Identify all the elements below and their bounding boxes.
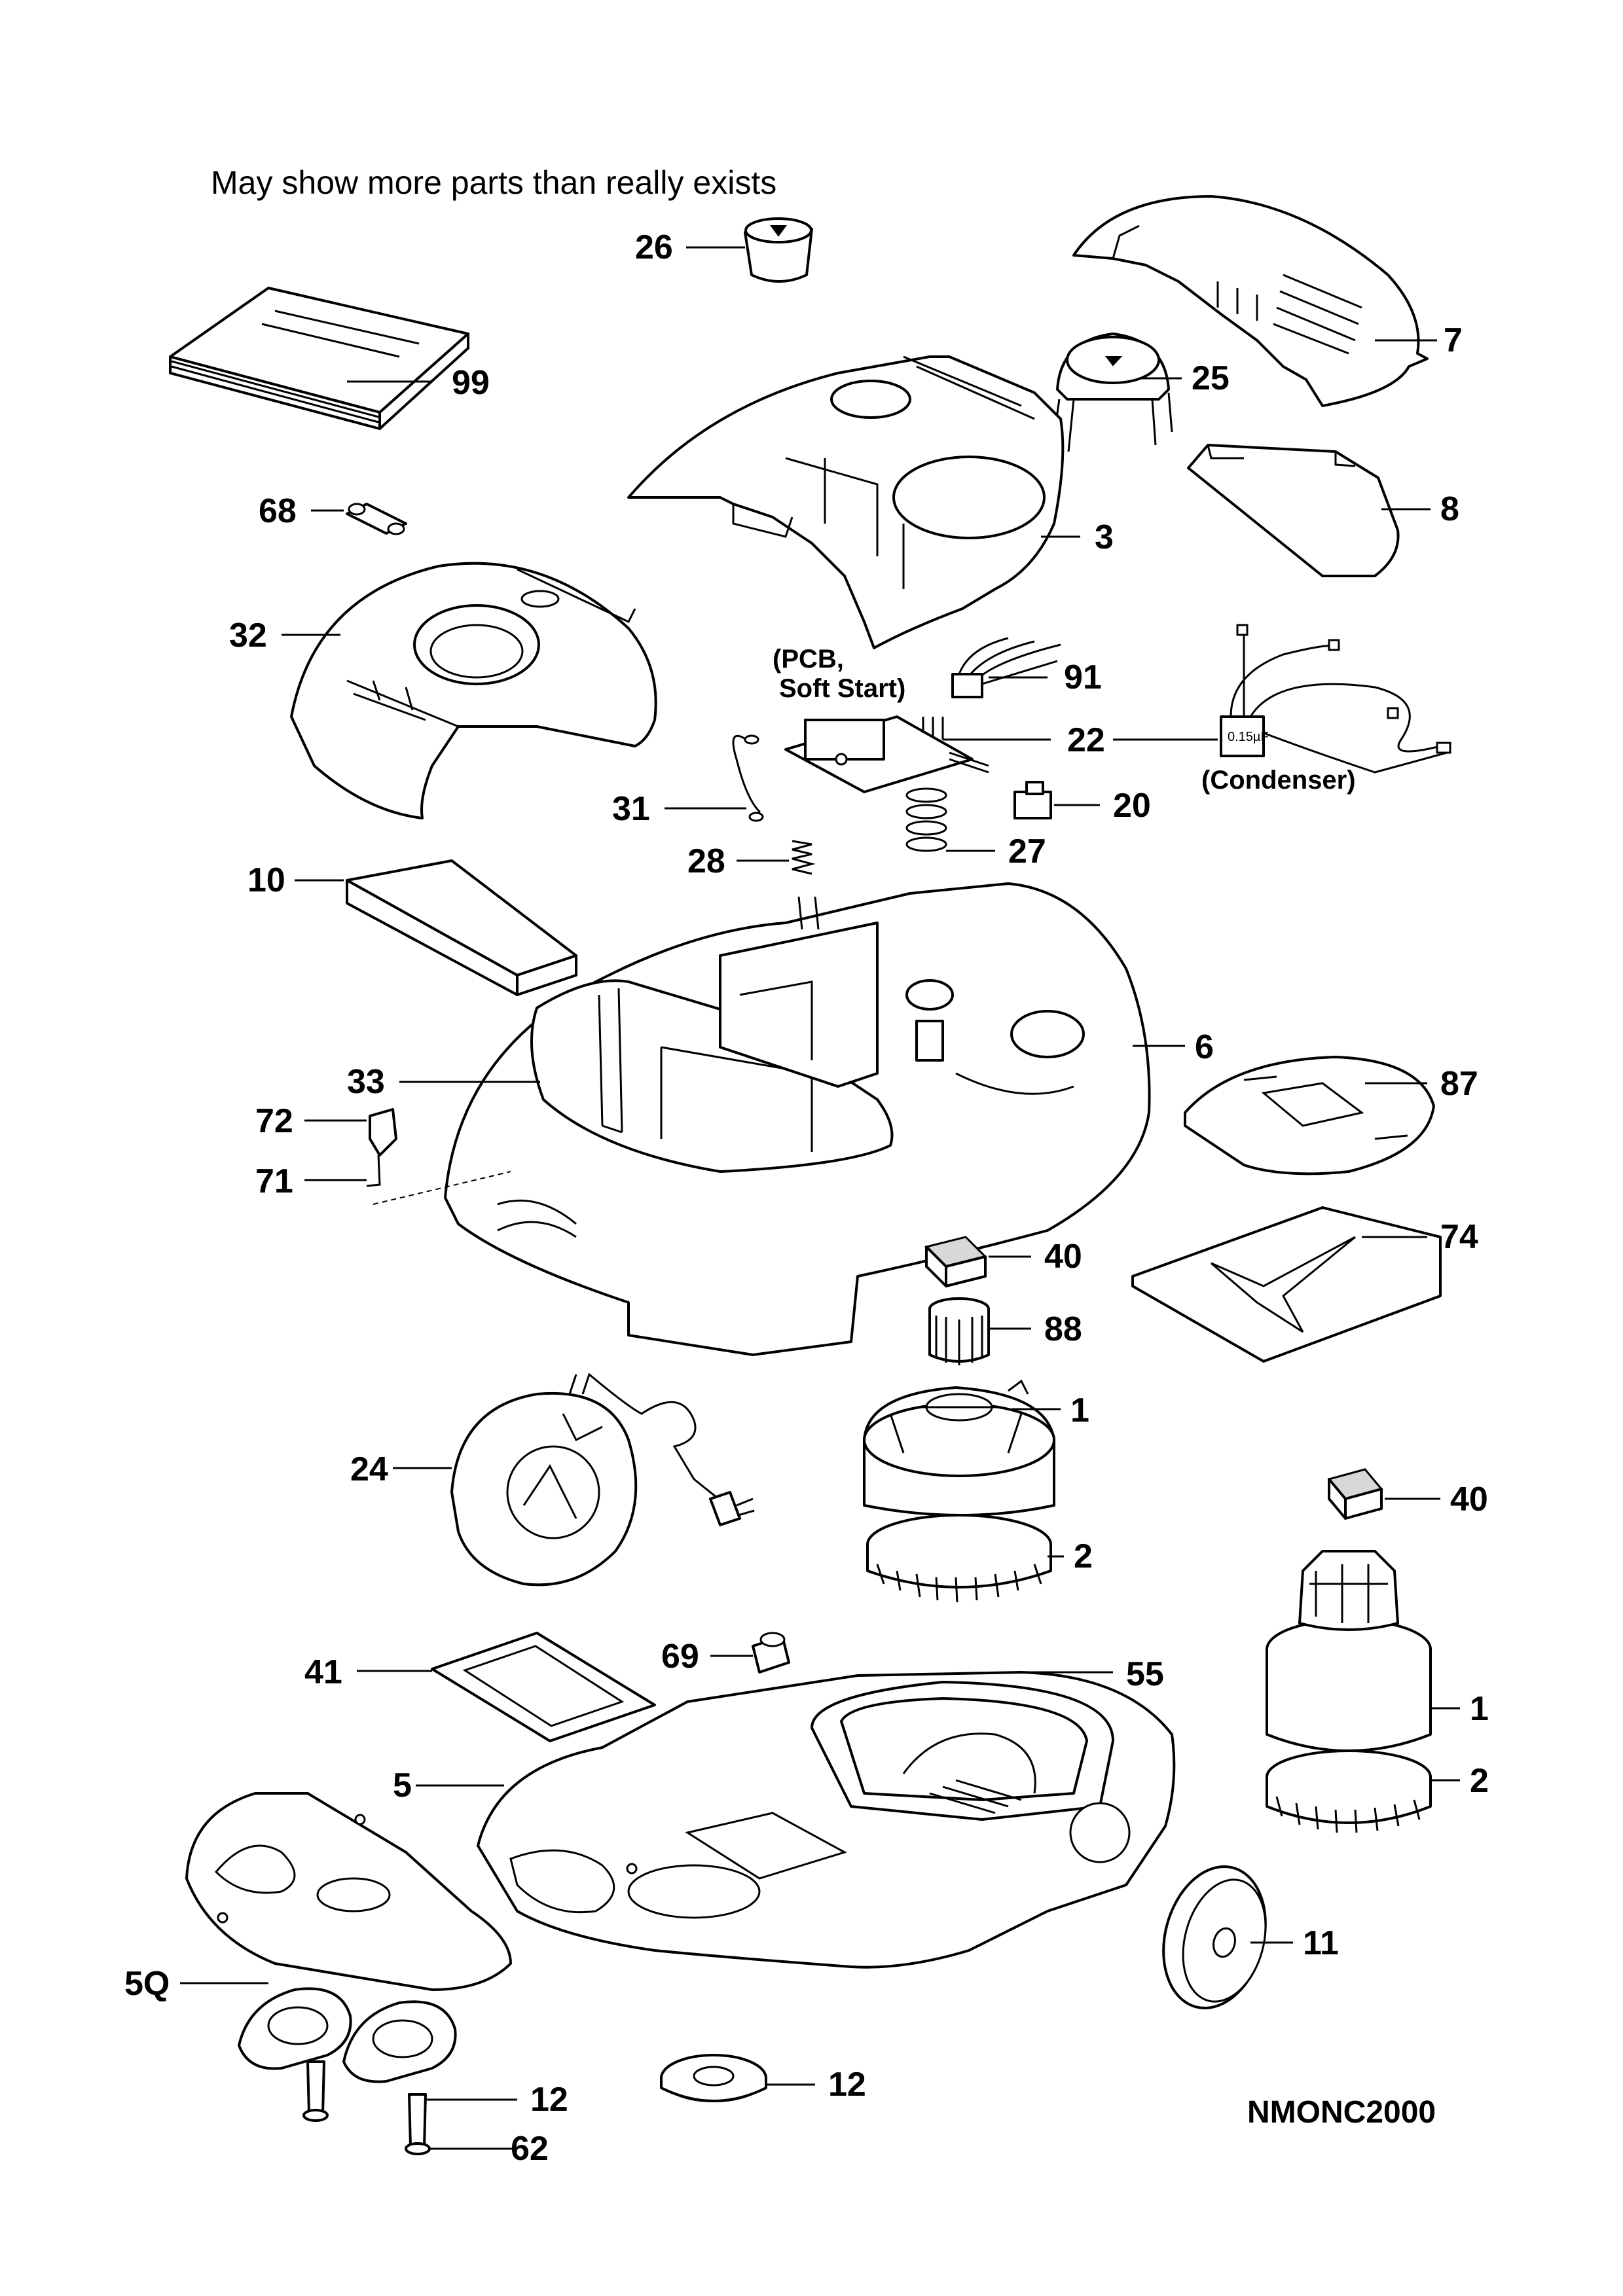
label-62: 62: [511, 2130, 549, 2168]
part-11-wheel: 11: [1162, 1865, 1339, 2010]
part-99-user-manual: 99: [169, 287, 490, 430]
diagram-code: NMONC2000: [1247, 2095, 1436, 2130]
label-71: 71: [255, 1162, 293, 1200]
label-33: 33: [347, 1063, 385, 1101]
label-11: 11: [1303, 1924, 1339, 1962]
part-5-base: 5 55: [393, 1655, 1176, 1969]
caption-soft-start: Soft Start): [779, 674, 905, 703]
part-1-motor-a: 1: [863, 1379, 1089, 1516]
label-40b: 40: [1450, 1480, 1488, 1518]
label-99: 99: [452, 364, 490, 402]
part-69-plug: 69: [661, 1632, 790, 1676]
label-69: 69: [661, 1638, 699, 1676]
label-1b: 1: [1470, 1690, 1489, 1728]
label-12a: 12: [530, 2081, 568, 2119]
part-40-pad-upper: 40: [924, 1236, 1082, 1287]
part-88-fan: 88: [928, 1297, 1082, 1365]
label-68: 68: [259, 492, 297, 530]
part-27-spring: 27: [905, 787, 1046, 870]
caption-condenser: (Condenser): [1201, 766, 1356, 795]
label-25: 25: [1192, 359, 1230, 397]
label-87: 87: [1440, 1065, 1478, 1103]
part-31-wire: 31: [612, 734, 764, 828]
label-5: 5: [393, 1767, 412, 1804]
part-62-screws: 62: [302, 2060, 549, 2168]
part-5q-lower-shell: 5Q: [124, 1792, 512, 2003]
label-28: 28: [687, 842, 725, 880]
caption-pcb: (PCB,: [773, 645, 844, 673]
label-22: 22: [1067, 721, 1105, 759]
part-24-cable-reel: 24: [350, 1372, 755, 1587]
part-33-gasket: 33: [347, 1063, 540, 1101]
label-27: 27: [1008, 833, 1046, 870]
label-31: 31: [612, 790, 650, 828]
part-8-flap: 8: [1187, 444, 1459, 577]
label-32: 32: [229, 617, 267, 655]
part-7-top-cover: 7: [1072, 195, 1463, 407]
condenser-value: 0.15µF: [1228, 730, 1269, 744]
header-note: May show more parts than really exists: [211, 164, 777, 201]
label-8: 8: [1440, 490, 1459, 528]
part-26-knob: 26: [635, 217, 813, 283]
part-2-ring-b: 2: [1266, 1749, 1489, 1833]
label-40a: 40: [1044, 1238, 1082, 1276]
label-2a: 2: [1074, 1537, 1093, 1575]
part-68-pin: 68: [259, 492, 407, 535]
part-40-pad-lower: 40: [1327, 1468, 1488, 1520]
label-88: 88: [1044, 1310, 1082, 1348]
label-1a: 1: [1070, 1391, 1089, 1429]
part-28-small-spring: 28: [687, 840, 816, 880]
part-72-catch: 72: [255, 1102, 397, 1157]
part-6-main-body: 6: [444, 882, 1214, 1356]
part-74-base-sheet: 74: [1131, 1206, 1478, 1363]
part-20-switch: 20: [1013, 781, 1151, 825]
label-20: 20: [1113, 787, 1151, 825]
part-32-front-cover: 32: [229, 562, 657, 819]
label-10: 10: [247, 861, 285, 899]
part-12-caster-center: 12: [660, 2054, 866, 2104]
part-2-ring-a: 2: [866, 1514, 1093, 1603]
part-10-filter: 10: [247, 859, 577, 996]
part-41-seal: 41: [304, 1632, 656, 1742]
label-41: 41: [304, 1653, 342, 1691]
label-26: 26: [635, 228, 673, 266]
label-2b: 2: [1470, 1762, 1489, 1800]
part-71-spring-clip: 71: [255, 1155, 511, 1205]
label-7: 7: [1444, 321, 1463, 359]
label-6: 6: [1195, 1028, 1214, 1066]
label-74: 74: [1440, 1218, 1478, 1256]
label-24: 24: [350, 1450, 388, 1488]
part-22-pcb: 22: [784, 715, 1105, 793]
label-55: 55: [1126, 1655, 1164, 1693]
part-25-button: 25: [1051, 332, 1230, 452]
part-3-upper-housing: 3: [627, 355, 1114, 649]
label-5q: 5Q: [124, 1965, 170, 2003]
part-87-plate: 87: [1184, 1056, 1478, 1175]
part-22-condenser: 0.15µF (Condenser): [1113, 624, 1451, 795]
part-91-wiring: 91: [951, 637, 1102, 698]
part-12-caster-left: 12: [238, 1987, 568, 2119]
part-1-motor-b: 1: [1266, 1550, 1489, 1752]
label-12b: 12: [828, 2066, 866, 2104]
label-91: 91: [1064, 658, 1102, 696]
label-72: 72: [255, 1102, 293, 1140]
label-3: 3: [1095, 518, 1114, 556]
